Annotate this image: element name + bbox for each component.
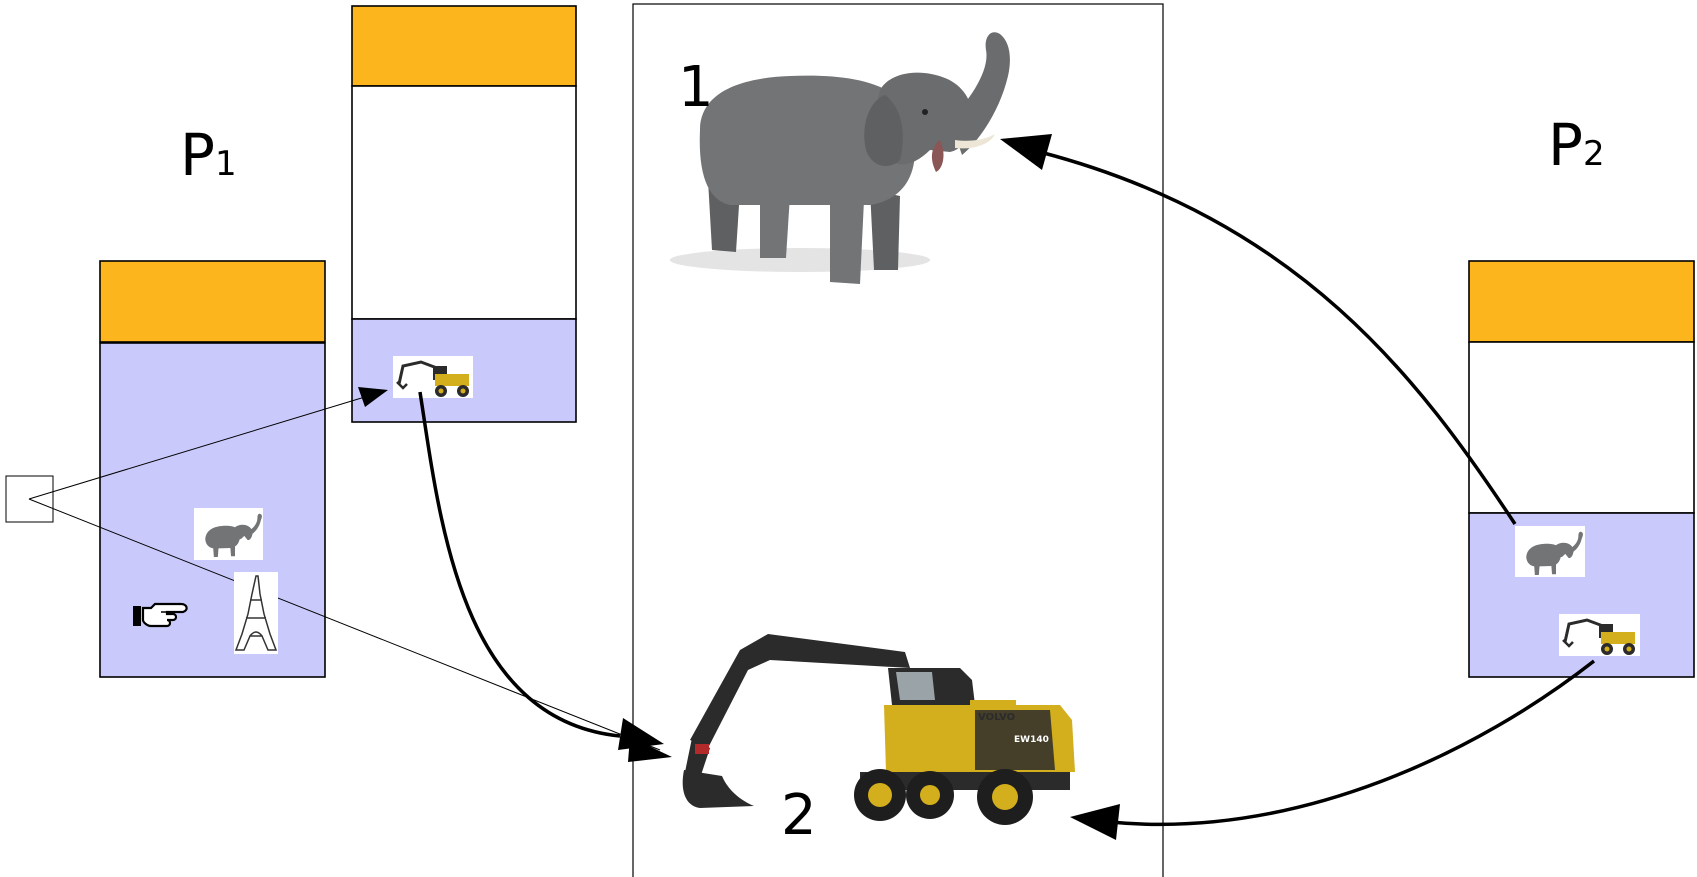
arrow-p2-to-elephant: [1039, 150, 1517, 525]
arrow-p2-to-excavator: [1109, 659, 1596, 827]
object-2-label: 2: [781, 783, 817, 848]
p2-header: [1468, 260, 1695, 343]
arrowhead-p2-excavator: [1070, 804, 1120, 840]
small-elephant-icon: [194, 508, 263, 560]
p2-empty: [1468, 341, 1695, 514]
p2-label: P2: [1548, 111, 1605, 179]
p2-small-elephant-icon: [1515, 526, 1585, 577]
p2-memory-block: [1468, 260, 1695, 678]
arrowhead-p1-excavator-a: [618, 718, 664, 750]
brand-text: VOLVO: [787, 659, 835, 676]
brand-text-body: VOLVO: [978, 712, 1015, 723]
thin-line-to-excavator: [28, 498, 661, 751]
p1-frame-header: [351, 5, 577, 87]
object-1-label: 1: [678, 55, 714, 120]
arrowhead-p2-elephant: [1000, 134, 1052, 170]
elephant-icon: [670, 32, 1010, 284]
excavator-icon: VOLVO EW140 VOLVO: [682, 634, 1075, 825]
pointing-hand-icon: [133, 602, 188, 628]
thin-line-to-frame: [28, 392, 379, 500]
arrowhead-p1-excavator-b: [628, 737, 672, 762]
p2-small-excavator-icon: [1559, 614, 1640, 656]
thin-arrowhead-frame: [358, 387, 388, 407]
small-excavator-icon: [393, 356, 473, 398]
arrow-p1-to-excavator: [418, 391, 621, 738]
p1-header: [99, 260, 326, 343]
model-text: EW140: [1014, 735, 1049, 745]
eiffel-tower-icon: [234, 572, 278, 654]
p1-label: P1: [180, 121, 237, 189]
p1-frame-empty: [351, 85, 577, 320]
